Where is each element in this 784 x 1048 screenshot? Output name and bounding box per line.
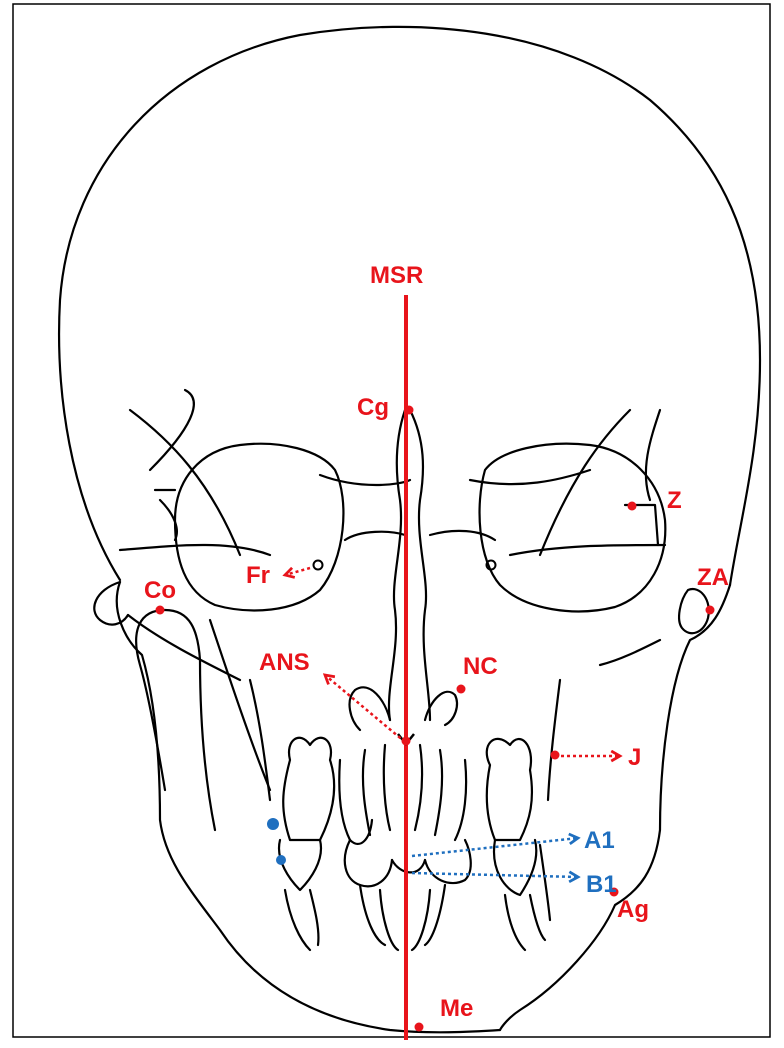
landmark-points: [156, 406, 715, 1032]
label-me: Me: [440, 995, 473, 1022]
nasal-septum-left: [389, 410, 405, 720]
blue-point-lower: [276, 855, 286, 865]
skull-outline: [59, 27, 760, 1032]
label-b1: B1: [586, 871, 617, 898]
label-z: Z: [667, 487, 682, 514]
cranial-vault-outline: [59, 27, 760, 585]
label-j: J: [628, 744, 641, 771]
dentition: [279, 738, 550, 950]
landmark-arrows: [285, 568, 620, 877]
label-cg: Cg: [357, 394, 389, 421]
left-orbit-center-marker: [314, 561, 323, 570]
label-co: Co: [144, 577, 176, 604]
me-point: [415, 1023, 424, 1032]
za-point: [706, 606, 715, 615]
label-fr: Fr: [246, 562, 270, 589]
right-orbit: [480, 444, 666, 612]
nasal-aperture-left: [350, 687, 390, 730]
nc-point: [457, 685, 466, 694]
right-mastoid-process: [679, 589, 709, 633]
nasal-septum-right: [410, 410, 430, 720]
ans-point: [402, 737, 411, 746]
label-za: ZA: [697, 564, 729, 591]
z-point: [628, 502, 637, 511]
right-facial-contour: [500, 585, 730, 1030]
label-msr: MSR: [370, 262, 423, 289]
label-nc: NC: [463, 653, 498, 680]
j-point: [551, 751, 560, 760]
co-point: [156, 606, 165, 615]
label-a1: A1: [584, 827, 615, 854]
ans-arrow: [325, 675, 405, 742]
label-ans: ANS: [259, 649, 310, 676]
blue-point-upper: [267, 818, 279, 830]
cg-point: [405, 406, 414, 415]
fr-arrow: [285, 568, 310, 575]
b1-arrow: [412, 873, 578, 877]
landmark-labels: MSR Cg Z Fr ZA Co ANS NC J A1 B1 Ag Me: [144, 262, 729, 1022]
left-mastoid-process: [94, 582, 128, 625]
left-ramus-loop: [136, 610, 215, 830]
label-ag: Ag: [617, 896, 649, 923]
